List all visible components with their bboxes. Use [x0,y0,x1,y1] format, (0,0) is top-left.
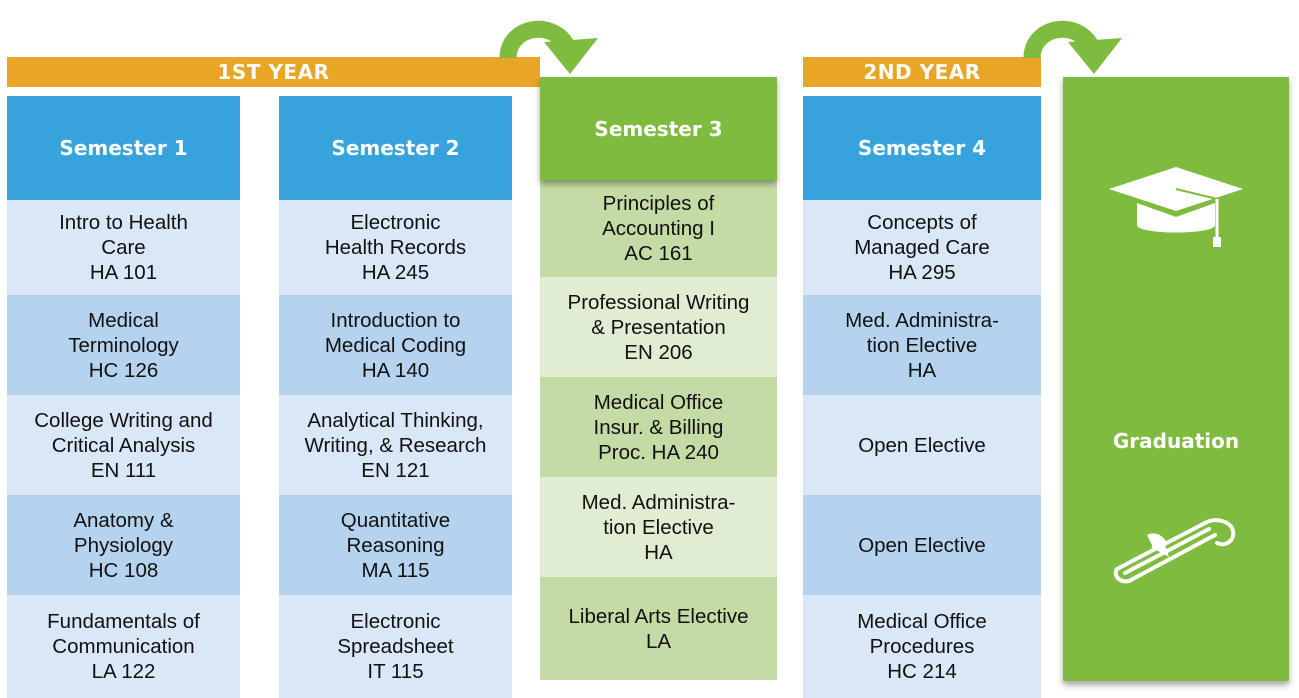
course-cell: Medical Office Procedures HC 214 [803,595,1041,698]
curved-arrow-icon [499,20,598,74]
semester-1-column: Semester 1 Intro to Health Care HA 101 M… [7,96,240,698]
course-cell: Med. Administra- tion Elective HA [540,477,777,577]
graduation-cap-icon [1109,167,1243,247]
course-cell: Principles of Accounting I AC 161 [540,180,777,277]
course-cell: Electronic Spreadsheet IT 115 [279,595,512,698]
course-cell: Concepts of Managed Care HA 295 [803,200,1041,295]
course-cell: Med. Administra- tion Elective HA [803,295,1041,395]
year-bar-1st: 1ST YEAR [7,57,540,87]
course-cell: Medical Office Insur. & Billing Proc. HA… [540,377,777,477]
course-cell: Electronic Health Records HA 245 [279,200,512,295]
course-cell: Intro to Health Care HA 101 [7,200,240,295]
semester-4-header: Semester 4 [803,96,1041,200]
semester-2-header: Semester 2 [279,96,512,200]
year-label-2nd: 2ND YEAR [863,60,981,84]
course-cell: Liberal Arts Elective LA [540,577,777,680]
curved-arrow-icon [1023,20,1122,74]
year-bar-2nd: 2ND YEAR [803,57,1041,87]
course-cell: Professional Writing & Presentation EN 2… [540,277,777,377]
graduation-label: Graduation [1112,429,1240,453]
year-label-1st: 1ST YEAR [217,60,330,84]
semester-3-column: Principles of Accounting I AC 161 Profes… [540,180,777,680]
course-cell: Anatomy & Physiology HC 108 [7,495,240,595]
graduation-panel: Graduation [1063,77,1289,681]
course-cell: College Writing and Critical Analysis EN… [7,395,240,495]
semester-1-header: Semester 1 [7,96,240,200]
course-cell: Quantitative Reasoning MA 115 [279,495,512,595]
diploma-icon [1113,518,1236,584]
course-cell: Introduction to Medical Coding HA 140 [279,295,512,395]
semester-3-header: Semester 3 [540,77,777,180]
semester-2-column: Semester 2 Electronic Health Records HA … [279,96,512,698]
course-cell: Fundamentals of Communication LA 122 [7,595,240,698]
course-cell: Open Elective [803,395,1041,495]
course-cell: Open Elective [803,495,1041,595]
semester-4-column: Semester 4 Concepts of Managed Care HA 2… [803,96,1041,698]
course-cell: Analytical Thinking, Writing, & Research… [279,395,512,495]
course-cell: Medical Terminology HC 126 [7,295,240,395]
